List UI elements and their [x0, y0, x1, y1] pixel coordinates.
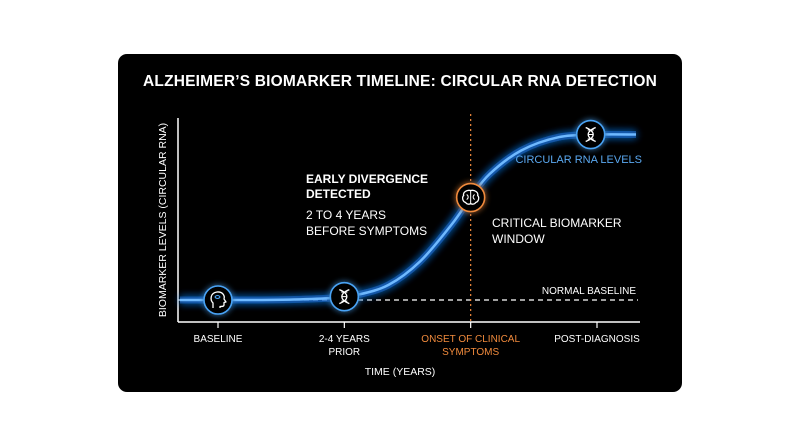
series-label: CIRCULAR RNA LEVELS [515, 154, 642, 166]
circular-rna-curve [179, 133, 637, 302]
x-tick-label: POST-DIAGNOSIS [554, 334, 640, 345]
y-axis-label: BIOMARKER LEVELS (CIRCULAR RNA) [157, 123, 169, 317]
x-ticks: BASELINE 2-4 YEARS PRIOR ONSET OF CLINICAL S… [194, 322, 640, 358]
chart-title: ALZHEIMER’S BIOMARKER TIMELINE: CIRCULAR… [143, 73, 657, 90]
marker-ring [203, 285, 233, 315]
x-tick-label: 2-4 YEARS [319, 334, 370, 345]
x-tick-label: PRIOR [328, 347, 360, 358]
x-tick-label: ONSET OF CLINICAL [421, 334, 520, 345]
x-tick-label: SYMPTOMS [442, 347, 499, 358]
brain-icon [455, 182, 486, 213]
dna-rungs [341, 291, 348, 302]
dna-strands [339, 289, 350, 305]
dna-rungs [587, 129, 594, 140]
dna-strands [585, 126, 596, 143]
dna-icon [575, 119, 606, 150]
head-icon [203, 285, 233, 315]
divergence-heading: EARLY DIVERGENCE DETECTED [306, 172, 431, 201]
head-outline [210, 291, 227, 308]
dna-icon [329, 281, 360, 312]
critical-window-label: CRITICAL BIOMARKER WINDOW [492, 216, 625, 246]
markers [203, 119, 606, 315]
x-tick-label: BASELINE [194, 334, 243, 345]
head-brain [214, 295, 221, 299]
chart-card [118, 54, 682, 392]
x-axis-label: TIME (YEARS) [365, 366, 436, 378]
brain-folds [466, 190, 475, 204]
divergence-detail: 2 TO 4 YEARS BEFORE SYMPTOMS [306, 208, 427, 238]
normal-baseline-label: NORMAL BASELINE [542, 286, 636, 297]
